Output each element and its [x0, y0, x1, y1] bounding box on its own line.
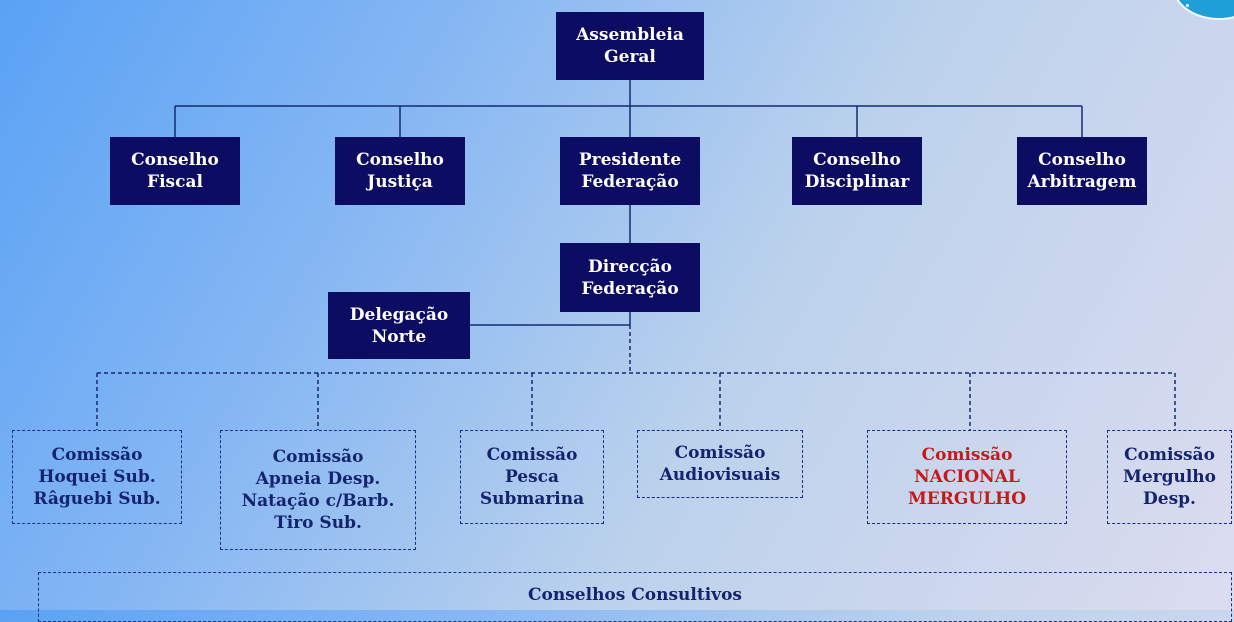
node-label: Comissão	[51, 445, 143, 465]
node-conselho-arbitragem: Conselho Arbitragem	[1017, 137, 1147, 205]
node-conselho-fiscal: Conselho Fiscal	[110, 137, 240, 205]
node-label: Fiscal	[147, 172, 203, 192]
node-comissao-nacional-mergulho: Comissão NACIONAL MERGULHO	[867, 430, 1067, 524]
node-label: Direcção	[587, 256, 673, 277]
node-label: Federação	[581, 278, 679, 299]
node-conselho-disciplinar: Conselho Disciplinar	[792, 137, 922, 205]
node-label: Disciplinar	[804, 172, 910, 192]
node-label: Conselho	[813, 150, 901, 170]
node-label: NACIONAL	[914, 467, 1020, 487]
node-label: Comissão	[1124, 445, 1215, 465]
node-label: Geral	[604, 47, 656, 67]
node-label: Natação c/Barb.	[241, 491, 395, 511]
node-label: Justiça	[367, 172, 433, 192]
logo-dot	[1186, 4, 1189, 7]
node-conselho-justica: Conselho Justiça	[335, 137, 465, 205]
node-comissao-pesca: Comissão Pesca Submarina	[460, 430, 604, 524]
node-label: Râguebi Sub.	[33, 489, 161, 509]
node-label: Hoquei Sub.	[38, 467, 156, 487]
node-label: Norte	[371, 326, 427, 347]
node-label: Comissão	[674, 443, 766, 463]
node-comissao-mergulho-desp: Comissão Mergulho Desp.	[1107, 430, 1232, 524]
node-presidente-federacao: Presidente Federação	[560, 137, 700, 205]
node-label: Pesca	[504, 467, 560, 487]
node-label: Federação	[581, 172, 679, 192]
node-label: Assembleia	[576, 25, 684, 45]
node-label: Tiro Sub.	[274, 513, 362, 533]
node-label: Arbitragem	[1027, 172, 1137, 192]
node-label: Delegação	[349, 304, 449, 325]
node-direccao-federacao: Direcção Federação	[560, 243, 700, 312]
node-delegacao-norte: Delegação Norte	[328, 292, 470, 359]
node-conselhos-consultivos: Conselhos Consultivos	[38, 572, 1232, 622]
node-label: Submarina	[479, 489, 585, 509]
node-label: Apneia Desp.	[255, 469, 381, 489]
node-label: Conselhos Consultivos	[528, 585, 742, 605]
node-label: Comissão	[486, 445, 578, 465]
node-label: Desp.	[1143, 489, 1196, 509]
node-label: Audiovisuais	[659, 465, 781, 485]
node-label: Presidente	[578, 150, 682, 170]
node-comissao-hoquei: Comissão Hoquei Sub. Râguebi Sub.	[12, 430, 182, 524]
node-assembleia-geral: Assembleia Geral	[556, 12, 704, 80]
node-label: Conselho	[1038, 150, 1126, 170]
node-comissao-apneia: Comissão Apneia Desp. Natação c/Barb. Ti…	[220, 430, 416, 550]
node-label: Conselho	[356, 150, 444, 170]
node-label: Mergulho	[1123, 467, 1216, 487]
node-label: MERGULHO	[907, 489, 1027, 509]
node-label: Comissão	[921, 445, 1013, 465]
node-comissao-audiovisuais: Comissão Audiovisuais	[637, 430, 803, 498]
node-label: Conselho	[131, 150, 219, 170]
node-label: Comissão	[272, 447, 364, 467]
